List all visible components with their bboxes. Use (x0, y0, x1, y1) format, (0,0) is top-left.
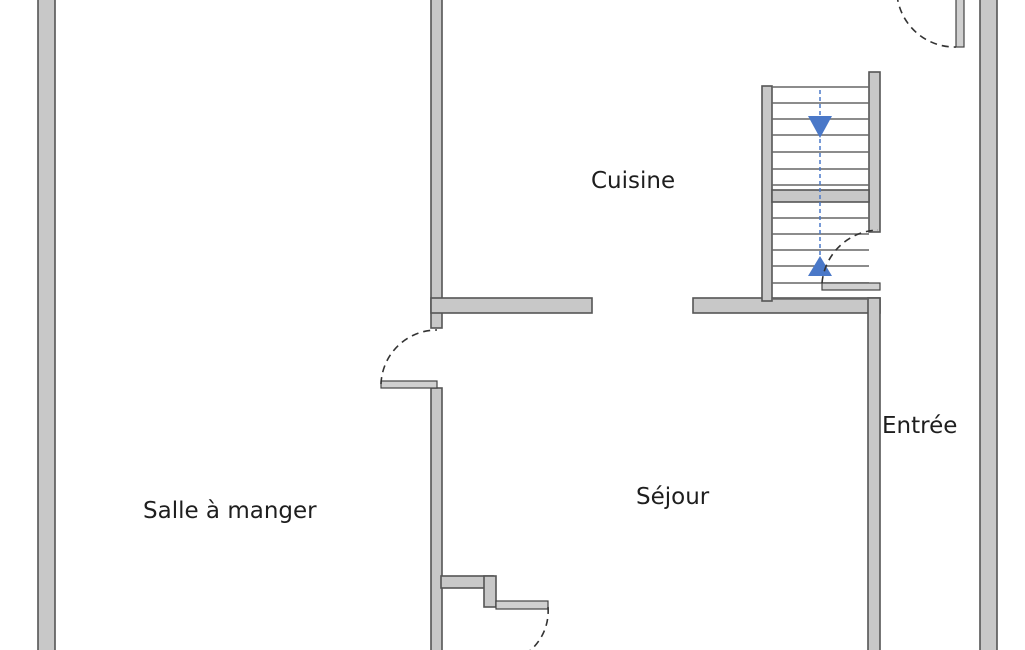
exterior-wall-right (979, 0, 998, 650)
partition-wall-upper (430, 0, 443, 329)
stair-door-leaf (821, 282, 881, 291)
closet (440, 575, 549, 650)
entry-partition (867, 297, 881, 650)
front-door-leaf (955, 0, 965, 48)
kitchen-wall-left (430, 297, 593, 314)
stair-door-swing (821, 229, 879, 284)
exterior-wall-left (37, 0, 56, 650)
partition-wall-lower (430, 387, 443, 650)
room-label-sejour: Séjour (636, 484, 710, 510)
stair-direction-arrow (808, 90, 832, 276)
dining-door-leaf (380, 380, 438, 389)
stair-wall-right (868, 71, 881, 233)
room-label-entree: Entrée (882, 413, 958, 439)
dining-door-swing (380, 329, 438, 385)
front-door-swing (896, 0, 957, 48)
stair-wall-left (761, 85, 773, 302)
room-label-cuisine: Cuisine (591, 168, 676, 194)
kitchen-wall-right (692, 297, 881, 314)
room-label-salle-a-manger: Salle à manger (143, 498, 317, 524)
